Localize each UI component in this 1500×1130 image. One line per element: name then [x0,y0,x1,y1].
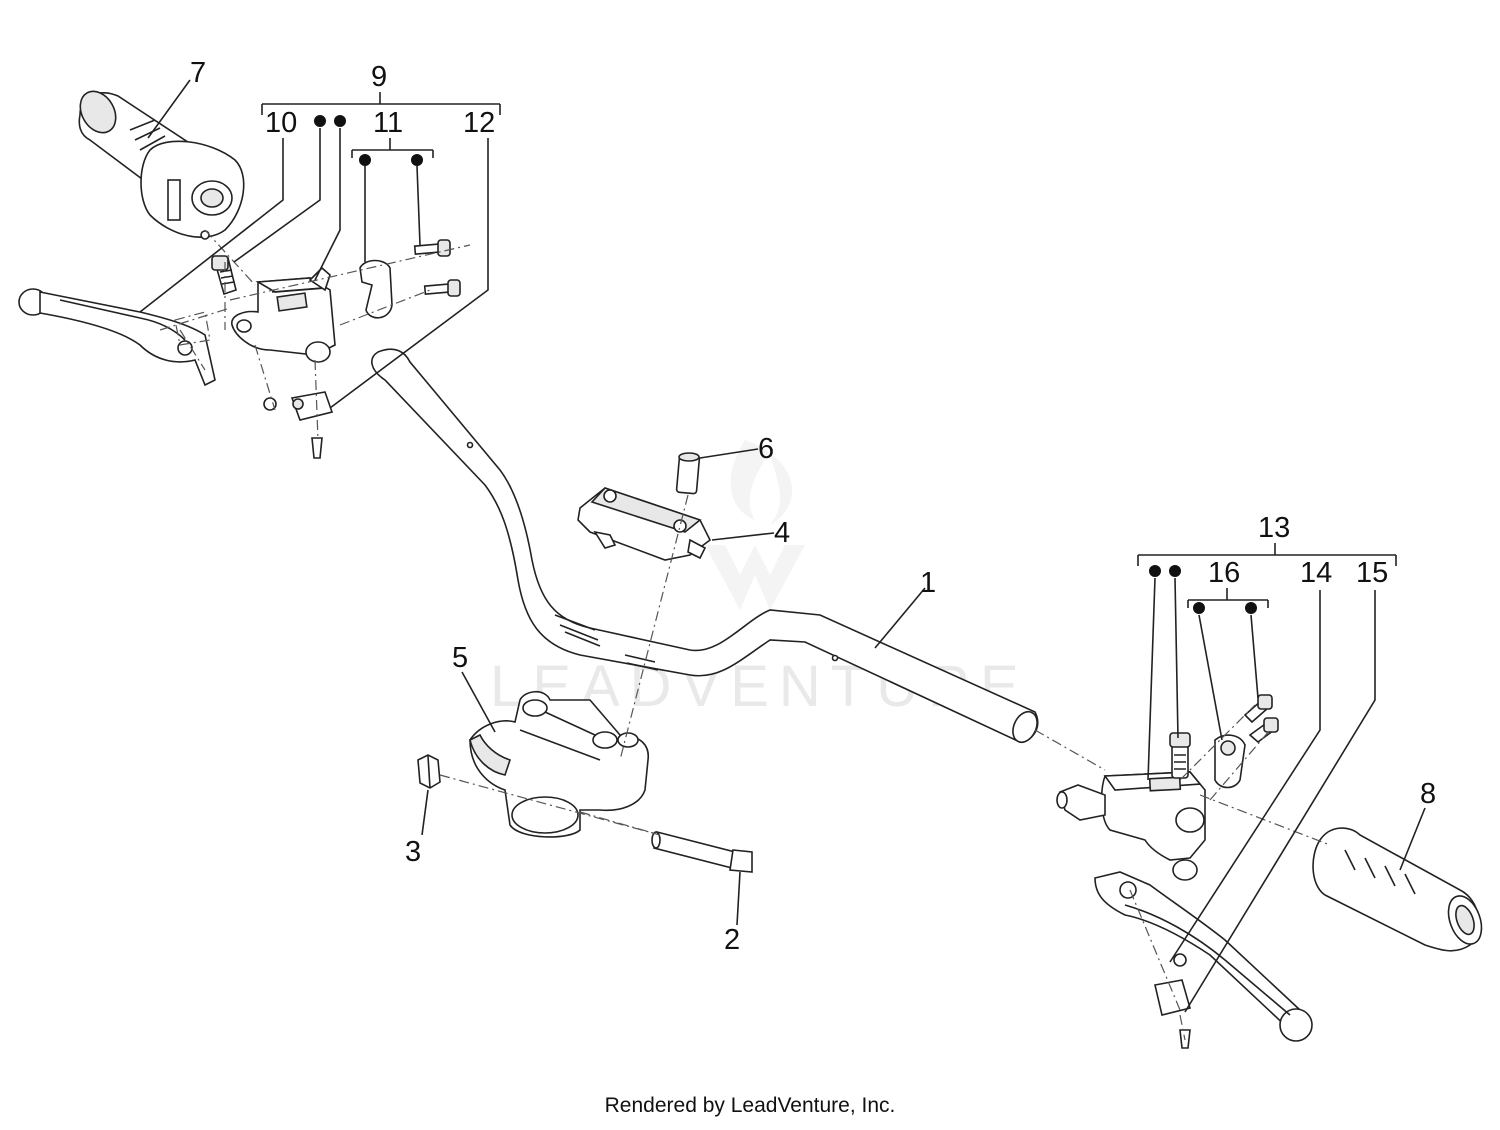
callout-11: 11 [373,107,403,139]
right-clamp-bolt [1169,732,1191,779]
callout-15: 15 [1356,557,1388,589]
callout-8: 8 [1420,778,1436,810]
left-stop-switch [263,391,334,459]
callout-4: 4 [774,517,790,549]
callout-16: 16 [1208,557,1240,589]
watermark-logo [705,440,805,610]
callout-12: 12 [463,107,495,139]
riser-nut [417,754,441,789]
callout-9: 9 [371,61,387,93]
lower-handlebar-riser [469,690,649,838]
callout-14: 14 [1300,557,1332,589]
left-clamp-bolt [211,255,237,296]
left-grip-switch-housing [78,90,245,240]
right-clamp-screws [1243,694,1279,744]
right-clamp-half [1214,734,1246,789]
riser-bolt [651,831,753,873]
right-brake-lever [1094,871,1313,1042]
handlebar [371,348,1039,744]
callout-3: 3 [405,836,421,868]
left-clamp-screws [413,239,461,297]
right-grip [1312,827,1483,952]
callout-10: 10 [265,107,297,139]
top-clamp-bolt [675,452,701,495]
right-brake-master-cylinder [1056,771,1206,881]
callout-2: 2 [724,924,740,956]
right-stop-switch [1154,953,1191,1049]
callout-1: 1 [920,567,936,599]
upper-handlebar-clamp [577,487,712,561]
left-brake-master-cylinder [231,266,336,363]
left-brake-lever [18,288,216,387]
callout-7: 7 [190,57,206,89]
callout-13: 13 [1258,512,1290,544]
callout-5: 5 [452,642,468,674]
left-clamp-half [359,259,393,319]
callout-6: 6 [758,433,774,465]
footer-credit: Rendered by LeadVenture, Inc. [604,1094,896,1117]
